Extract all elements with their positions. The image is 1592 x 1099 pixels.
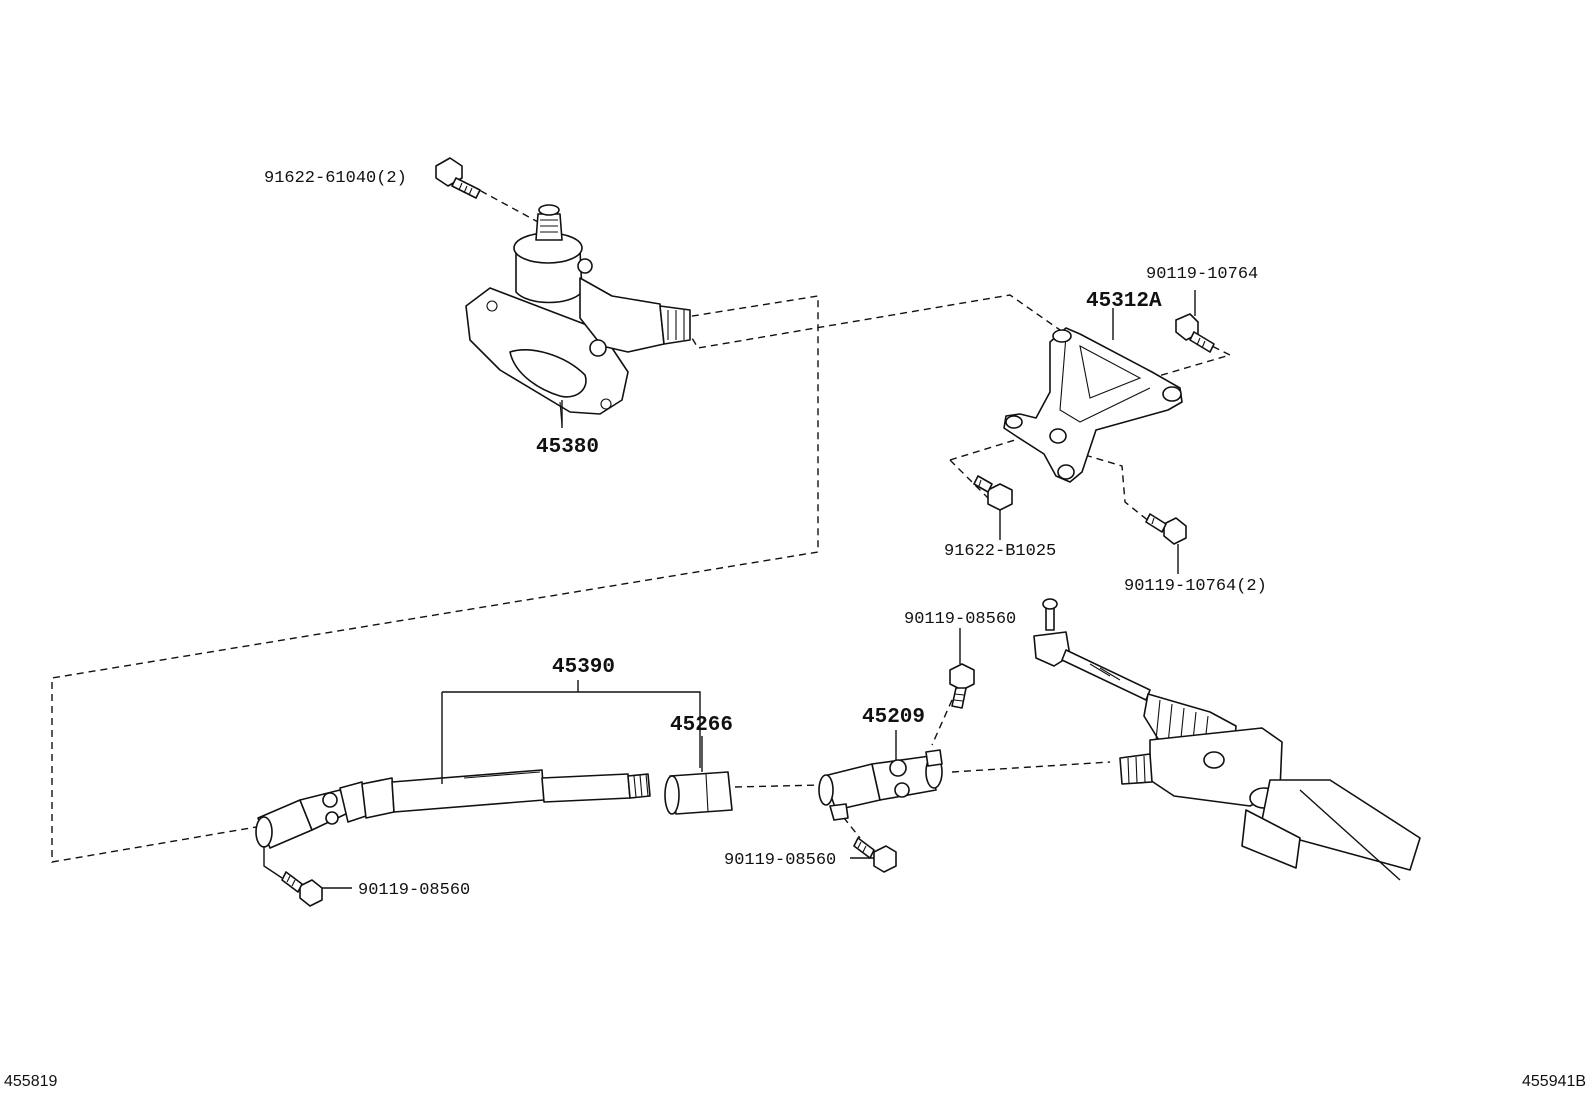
sleeve-45266[interactable] xyxy=(664,771,733,815)
label-91622-61040: 91622-61040(2) xyxy=(264,169,407,188)
joint-45209[interactable] xyxy=(818,749,943,821)
assembly-dashed-lines xyxy=(51,184,1232,863)
bolt-91622-B1025[interactable] xyxy=(973,475,1013,511)
steering-rack[interactable] xyxy=(1033,598,1421,881)
label-90119-08560-top: 90119-08560 xyxy=(904,610,1016,629)
label-90119-08560-low: 90119-08560 xyxy=(358,881,470,900)
leader-45390 xyxy=(441,680,701,784)
shaft-assembly-45390[interactable] xyxy=(255,769,651,849)
label-45209: 45209 xyxy=(862,706,925,729)
label-45266: 45266 xyxy=(670,714,733,737)
label-45380: 45380 xyxy=(536,436,599,459)
bracket-45312A[interactable] xyxy=(1003,327,1183,483)
bolt-90119-08560-mid[interactable] xyxy=(853,837,897,873)
bolt-90119-08560-top[interactable] xyxy=(949,663,975,709)
bolt-90119-10764[interactable] xyxy=(1175,313,1215,353)
footer-left-ref: 455819 xyxy=(4,1073,57,1090)
gear-housing-45380[interactable] xyxy=(465,204,691,427)
bolt-90119-10764-2[interactable] xyxy=(1145,513,1187,545)
label-90119-10764-2: 90119-10764(2) xyxy=(1124,577,1267,596)
part-labels: 91622-61040(2) 45380 90119-10764 45312A … xyxy=(4,169,1586,1090)
leader-shaft-bolt xyxy=(263,846,283,879)
bolt-90119-08560-low[interactable] xyxy=(281,871,323,907)
label-90119-10764: 90119-10764 xyxy=(1146,265,1258,284)
label-45312A: 45312A xyxy=(1086,290,1162,313)
label-90119-08560-mid: 90119-08560 xyxy=(724,851,836,870)
footer-right-ref: 455941B xyxy=(1522,1073,1586,1090)
bolt-91622-61040[interactable] xyxy=(435,157,481,199)
label-45390: 45390 xyxy=(552,656,615,679)
label-91622-B1025: 91622-B1025 xyxy=(944,542,1056,561)
